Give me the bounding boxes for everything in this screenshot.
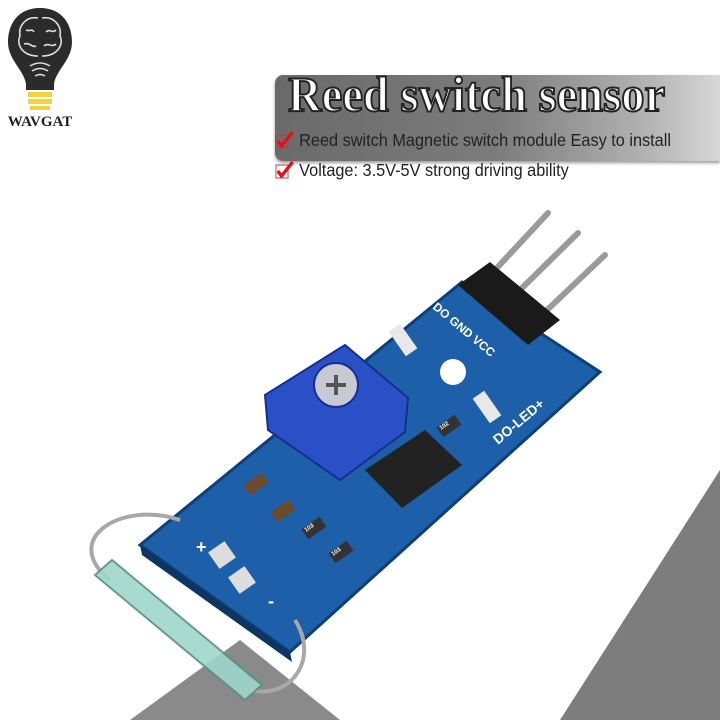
reed-lead [89,512,181,582]
pcb-edge [140,545,292,662]
do-led [472,390,502,424]
minus-label: - [268,591,274,611]
capacitor [270,499,296,523]
wavgat-logo [8,8,72,110]
reed-switch-glass [93,558,264,702]
potentiometer[interactable] [263,343,410,482]
brain-icon [18,16,62,77]
solder-pad [228,566,256,594]
plus-label: + [196,537,207,557]
resistor [436,414,462,438]
feature-item: Voltage: 3.5V-5V strong driving ability [275,160,569,181]
red-checkmark-icon [275,131,294,149]
title-banner [275,75,720,161]
feature-text: Reed switch Magnetic switch module Easy … [299,130,671,150]
resistor [328,540,354,564]
gray-corner-shape [560,470,720,720]
screw-slot-icon [326,375,346,395]
solder-pad [208,541,236,569]
resistor-label: 103 [331,547,343,558]
resistor [301,516,327,540]
mounting-hole [440,359,466,385]
logo-brand-text: WAVGAT [7,114,73,130]
feature-item: Reed switch Magnetic switch module Easy … [275,130,671,151]
comparator-chip [365,430,462,508]
lightbulb-icon [8,8,72,90]
red-checkmark-icon [275,161,294,179]
header-pins [492,210,608,315]
pin-header [458,262,560,345]
page-title: Reed switch sensor [287,65,666,123]
reed-lead [249,618,307,694]
resistor-label: 103 [304,523,316,534]
capacitor [243,472,269,496]
resistor-label: 102 [439,421,451,432]
pwr-led [388,323,418,357]
feature-text: Voltage: 3.5V-5V strong driving ability [299,160,569,180]
